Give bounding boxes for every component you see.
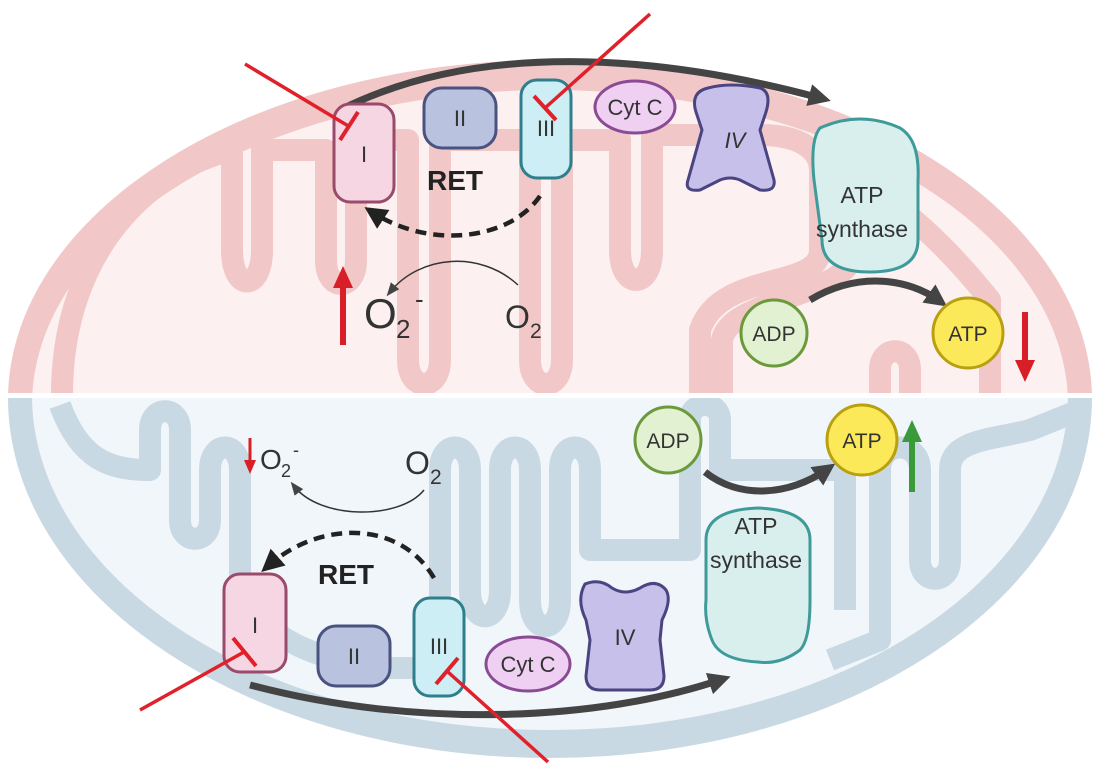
- top-atp: [931, 296, 1005, 370]
- top-oxygen: O 2: [505, 299, 542, 343]
- top-superoxide-sub: 2: [396, 314, 410, 344]
- bottom-atp-synthase-line1: ATP: [734, 513, 777, 539]
- top-ret-label: RET: [427, 165, 483, 196]
- top-cyt-c: [593, 79, 677, 135]
- bottom-cyt-c: [484, 635, 572, 693]
- top-superoxide-sup: -: [415, 284, 424, 314]
- bottom-electron-flow-arrow: [249, 672, 731, 719]
- top-adp-label: ADP: [752, 323, 795, 346]
- top-adp: [739, 298, 809, 368]
- top-atp-production-arrow: [808, 277, 948, 307]
- bottom-superoxide-down-arrow: [244, 438, 256, 474]
- bottom-superoxide-arrow: [290, 481, 425, 513]
- top-inhibitor-complex-III: [532, 12, 652, 122]
- top-complex-IV: [685, 83, 776, 192]
- top-atp-synthase-line1: ATP: [840, 182, 883, 208]
- bottom-ret-arrow: [261, 530, 436, 580]
- top-electron-flow-arrow: [338, 58, 831, 114]
- top-complex-III: [519, 78, 573, 180]
- top-oxygen-sub: 2: [530, 320, 542, 343]
- top-atp-label: ATP: [948, 323, 987, 346]
- top-inhibitor-complex-I: [244, 62, 360, 142]
- top-atp-down-arrow: [1015, 312, 1035, 382]
- bottom-atp: [825, 403, 899, 477]
- bottom-superoxide-sup: -: [293, 440, 299, 460]
- bottom-oxygen: O 2: [405, 445, 442, 489]
- top-cyt-c-label: Cyt C: [608, 95, 663, 120]
- top-complex-IV-label: IV: [725, 128, 748, 153]
- bottom-cyt-c-label: Cyt C: [501, 652, 556, 677]
- bottom-atp-synthase-line2: synthase: [710, 547, 802, 573]
- bottom-inhibitor-complex-III: [434, 656, 550, 764]
- bottom-inhibitor-complex-I: [139, 636, 258, 712]
- bottom-ret-label: RET: [318, 559, 374, 590]
- top-superoxide: O 2 -: [364, 284, 424, 344]
- top-atp-synthase-line2: synthase: [816, 216, 908, 242]
- bottom-complex-II-label: II: [348, 644, 360, 669]
- top-ret-arrow: [364, 194, 542, 238]
- bottom-atp-up-arrow: [902, 420, 922, 492]
- top-complex-I-label: I: [361, 142, 367, 167]
- bottom-adp: [633, 405, 703, 475]
- bottom-superoxide-sub: 2: [281, 461, 291, 481]
- bottom-complex-IV: [579, 580, 670, 692]
- bottom-adp-label: ADP: [646, 430, 689, 453]
- bottom-atp-synthase: [704, 506, 812, 664]
- bottom-superoxide: O 2 -: [260, 440, 299, 481]
- bottom-complex-I-label: I: [252, 613, 258, 638]
- bottom-complex-IV-label: IV: [615, 625, 636, 650]
- half-divider: [0, 393, 1100, 399]
- top-complex-II-label: II: [454, 106, 466, 131]
- top-atp-synthase: [811, 117, 920, 274]
- bottom-oxygen-O: O: [405, 445, 430, 481]
- bottom-atp-label: ATP: [842, 430, 881, 453]
- bottom-complex-III: [412, 596, 466, 698]
- bottom-complex-II: [316, 624, 392, 688]
- top-superoxide-arrow: [386, 260, 519, 297]
- bottom-complex-III-label: III: [430, 634, 448, 659]
- top-oxygen-O: O: [505, 299, 530, 335]
- top-complex-III-label: III: [537, 116, 555, 141]
- top-superoxide-O: O: [364, 290, 397, 337]
- bottom-superoxide-O: O: [260, 444, 282, 475]
- top-complex-II: [422, 86, 498, 150]
- bottom-oxygen-sub: 2: [430, 466, 442, 489]
- top-superoxide-up-arrow: [333, 266, 353, 345]
- bottom-atp-production-arrow: [702, 463, 836, 495]
